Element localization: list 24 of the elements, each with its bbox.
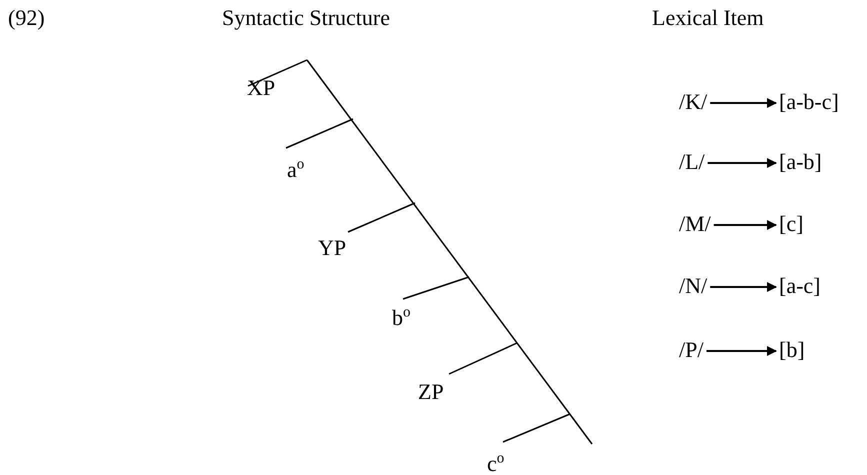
phrase-label: ZP	[418, 380, 444, 404]
feature-bundle: [a-c]	[779, 274, 821, 298]
example-number: (92)	[8, 6, 45, 30]
phonological-form: /N/	[679, 274, 708, 298]
arrow	[710, 282, 777, 292]
phonological-form: /M/	[679, 212, 711, 236]
head-label: a$^{o}$	[287, 158, 304, 182]
feature-bundle: [a-b-c]	[779, 90, 839, 114]
arrow	[706, 346, 777, 356]
feature-bundle: [a-b]	[779, 150, 822, 174]
phonological-form: /L/	[679, 150, 705, 174]
feature-bundle: [c]	[779, 212, 804, 236]
phonological-form: /P/	[679, 338, 704, 362]
phrase-label: XP	[247, 76, 276, 100]
phonological-form: /K/	[679, 90, 708, 114]
arrow	[708, 158, 777, 168]
column-heading: Syntactic Structure	[222, 6, 390, 30]
arrow	[714, 220, 777, 230]
column-heading: Lexical Item	[652, 6, 764, 30]
feature-bundle: [b]	[779, 338, 805, 362]
phrase-label: YP	[318, 236, 346, 260]
head-label: c$^{o}$	[487, 452, 504, 475]
head-label: b$^{o}$	[392, 306, 410, 330]
arrow	[710, 98, 777, 108]
